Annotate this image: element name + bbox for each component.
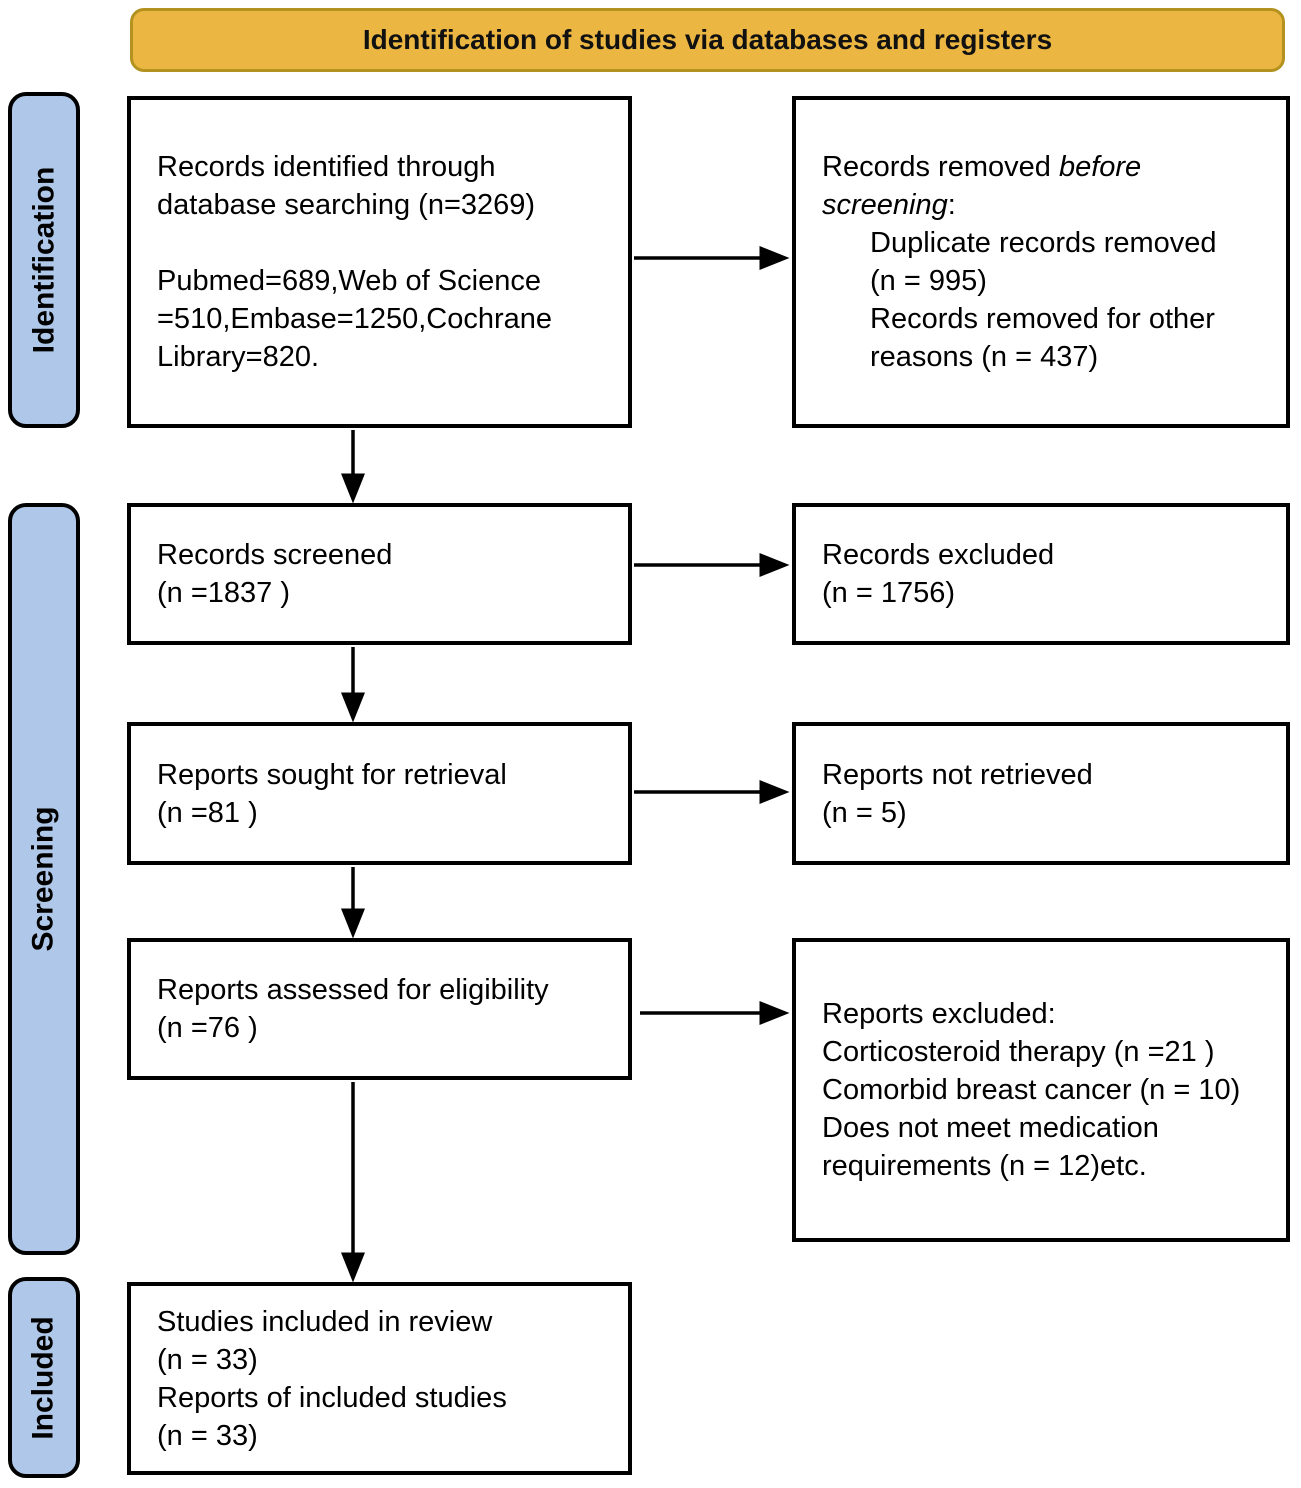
lead-colon: : bbox=[947, 189, 956, 221]
box-line: database searching (n=3269) bbox=[157, 189, 536, 221]
box-records-screened: Records screened (n =1837 ) bbox=[127, 503, 632, 645]
box-line: =510,Embase=1250,Cochrane bbox=[157, 303, 553, 335]
box-studies-included: Studies included in review (n = 33) Repo… bbox=[127, 1282, 632, 1475]
box-line: (n = 1756) bbox=[822, 577, 956, 609]
box-records-identified: Records identified through database sear… bbox=[127, 96, 632, 428]
box-line: Reports assessed for eligibility bbox=[157, 974, 549, 1006]
box-line: (n = 33) bbox=[157, 1419, 258, 1452]
blank-line bbox=[157, 224, 610, 262]
box-line: Comorbid breast cancer (n = 10) bbox=[822, 1074, 1241, 1106]
stage-included: Included bbox=[8, 1277, 80, 1478]
lead-normal: Records removed bbox=[822, 151, 1059, 183]
box-line: Studies included in review bbox=[157, 1305, 493, 1338]
box-line: Records excluded bbox=[822, 539, 1055, 571]
box-line: Reports sought for retrieval bbox=[157, 758, 507, 791]
box-line: Reports of included studies bbox=[157, 1381, 507, 1414]
box-line: Records removed before bbox=[822, 148, 1268, 186]
box-line: requirements (n = 12)etc. bbox=[822, 1150, 1147, 1182]
box-line: (n = 5) bbox=[822, 796, 907, 829]
stage-identification-label: Identification bbox=[27, 166, 61, 354]
box-line: Reports excluded: bbox=[822, 998, 1056, 1030]
title-banner-label: Identification of studies via databases … bbox=[362, 24, 1053, 55]
box-line: screening: bbox=[822, 186, 1268, 224]
box-reports-excluded: Reports excluded: Corticosteroid therapy… bbox=[792, 938, 1290, 1242]
box-line: Library=820. bbox=[157, 341, 320, 373]
box-line: Pubmed=689,Web of Science bbox=[157, 265, 541, 297]
box-line: Corticosteroid therapy (n =21 ) bbox=[822, 1036, 1215, 1068]
box-records-removed: Records removed before screening: Duplic… bbox=[792, 96, 1290, 428]
box-line: (n =76 ) bbox=[157, 1012, 258, 1044]
box-reports-not-retrieved: Reports not retrieved (n = 5) bbox=[792, 722, 1290, 865]
lead-italic: screening bbox=[822, 189, 948, 221]
box-line: reasons (n = 437) bbox=[870, 341, 1099, 373]
stage-screening-label: Screening bbox=[27, 806, 60, 952]
box-reports-sought: Reports sought for retrieval (n =81 ) bbox=[127, 722, 632, 865]
box-reports-assessed: Reports assessed for eligibility (n =76 … bbox=[127, 938, 632, 1080]
stage-included-label: Included bbox=[27, 1315, 60, 1440]
box-line: (n =1837 ) bbox=[157, 577, 291, 609]
box-line: Does not meet medication bbox=[822, 1112, 1159, 1144]
box-line: Records identified through bbox=[157, 151, 496, 183]
lead-italic: before bbox=[1058, 151, 1142, 183]
title-banner: Identification of studies via databases … bbox=[130, 8, 1285, 72]
box-line: Records screened bbox=[157, 539, 393, 571]
box-records-excluded: Records excluded (n = 1756) bbox=[792, 503, 1290, 645]
box-line: Records removed for other bbox=[870, 303, 1215, 335]
box-line: Reports not retrieved bbox=[822, 758, 1093, 791]
stage-screening: Screening bbox=[8, 503, 80, 1255]
box-line: (n = 995) bbox=[870, 265, 987, 297]
box-line: (n =81 ) bbox=[157, 796, 258, 829]
box-line: (n = 33) bbox=[157, 1343, 258, 1376]
stage-identification: Identification bbox=[8, 92, 80, 428]
box-line: Duplicate records removed bbox=[870, 227, 1217, 259]
